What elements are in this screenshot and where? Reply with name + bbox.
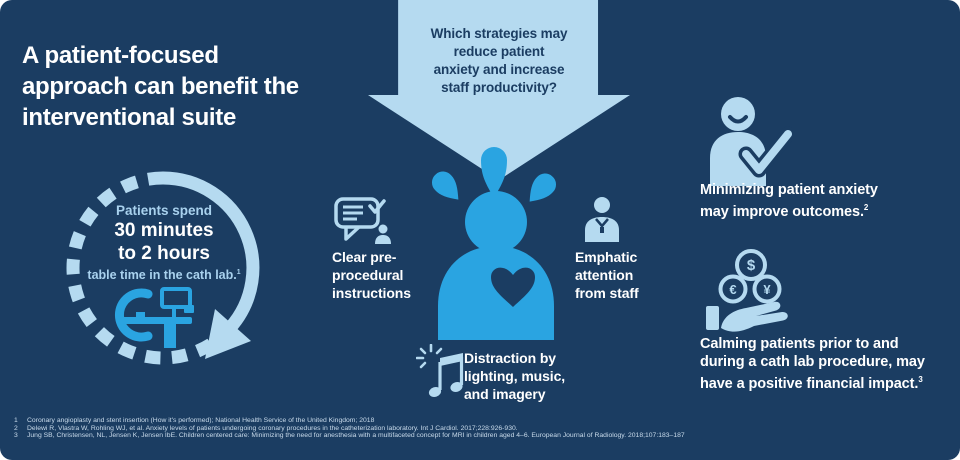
- stat-block: Patients spend 30 minutes to 2 hours tab…: [78, 203, 250, 283]
- staff-person-icon: [585, 197, 619, 242]
- strategy-distraction: Distraction by lighting, music, and imag…: [464, 350, 566, 402]
- coins-hand-icon: $ € ¥: [706, 249, 788, 332]
- stat-value-1: 30 minutes: [114, 220, 214, 241]
- patient-body: [438, 246, 554, 340]
- outcome-financial-normal: Calming patients prior to and during a c…: [700, 336, 899, 370]
- yen-sign: ¥: [763, 282, 771, 297]
- strategy-pre-procedural: Clear pre- procedural instructions: [332, 249, 411, 301]
- instructions-bubble-icon: [334, 197, 391, 244]
- open-hand: [706, 301, 788, 332]
- sweat-drop-right-icon: [529, 173, 557, 202]
- heart-icon: [491, 267, 535, 307]
- light-rays: [416, 344, 443, 369]
- cath-lab-machine-icon: [114, 287, 194, 348]
- person-check-icon: [710, 97, 792, 186]
- outcome-anxiety: Minimizing patient anxiety may improve o…: [700, 181, 950, 221]
- question-text: Which strategies may reduce patient anxi…: [430, 26, 568, 95]
- outcome-anxiety-line1: Minimizing patient anxiety: [700, 182, 878, 198]
- stat-ref: 1: [236, 269, 241, 276]
- patient-figure: [438, 191, 554, 340]
- arrowhead: [205, 309, 251, 359]
- financial-ref: 3: [918, 375, 923, 384]
- music-light-icon: [416, 344, 464, 397]
- dashed-arc: [66, 171, 221, 365]
- outcome-financial: Calming patients prior to and during a c…: [700, 335, 946, 393]
- circular-arrow-icon: [66, 171, 260, 365]
- reference-2: 2 Delewi R, Vlastra W, Rohling WJ, et al…: [14, 424, 518, 432]
- stat-value-2: to 2 hours: [118, 243, 210, 264]
- reference-3: 3 Jung SB, Christensen, NL, Jensen K, Je…: [14, 432, 685, 440]
- anxiety-ref: 2: [863, 203, 869, 212]
- patient-head: [465, 191, 527, 253]
- music-note: [428, 353, 464, 397]
- references: 1 Coronary angioplasty and stent inserti…: [14, 417, 944, 440]
- stat-intro: Patients spend: [115, 203, 213, 218]
- page-title: A patient-focused approach can benefit t…: [22, 42, 299, 132]
- strategy-staff-attention: Emphatic attention from staff: [575, 249, 639, 301]
- solid-arc: [162, 171, 260, 333]
- stat-caption: table time in the cath lab.1: [87, 268, 241, 283]
- euro-sign: €: [729, 282, 736, 297]
- dollar-sign: $: [747, 257, 756, 274]
- sweat-drop-left-icon: [431, 171, 459, 200]
- outcome-anxiety-line2: may improve outcomes.2: [700, 203, 869, 220]
- sweat-drop-center-icon: [481, 147, 507, 198]
- outcome-financial-bold: may have a positive financial impact.3: [700, 354, 925, 392]
- reference-1: 1 Coronary angioplasty and stent inserti…: [14, 417, 375, 424]
